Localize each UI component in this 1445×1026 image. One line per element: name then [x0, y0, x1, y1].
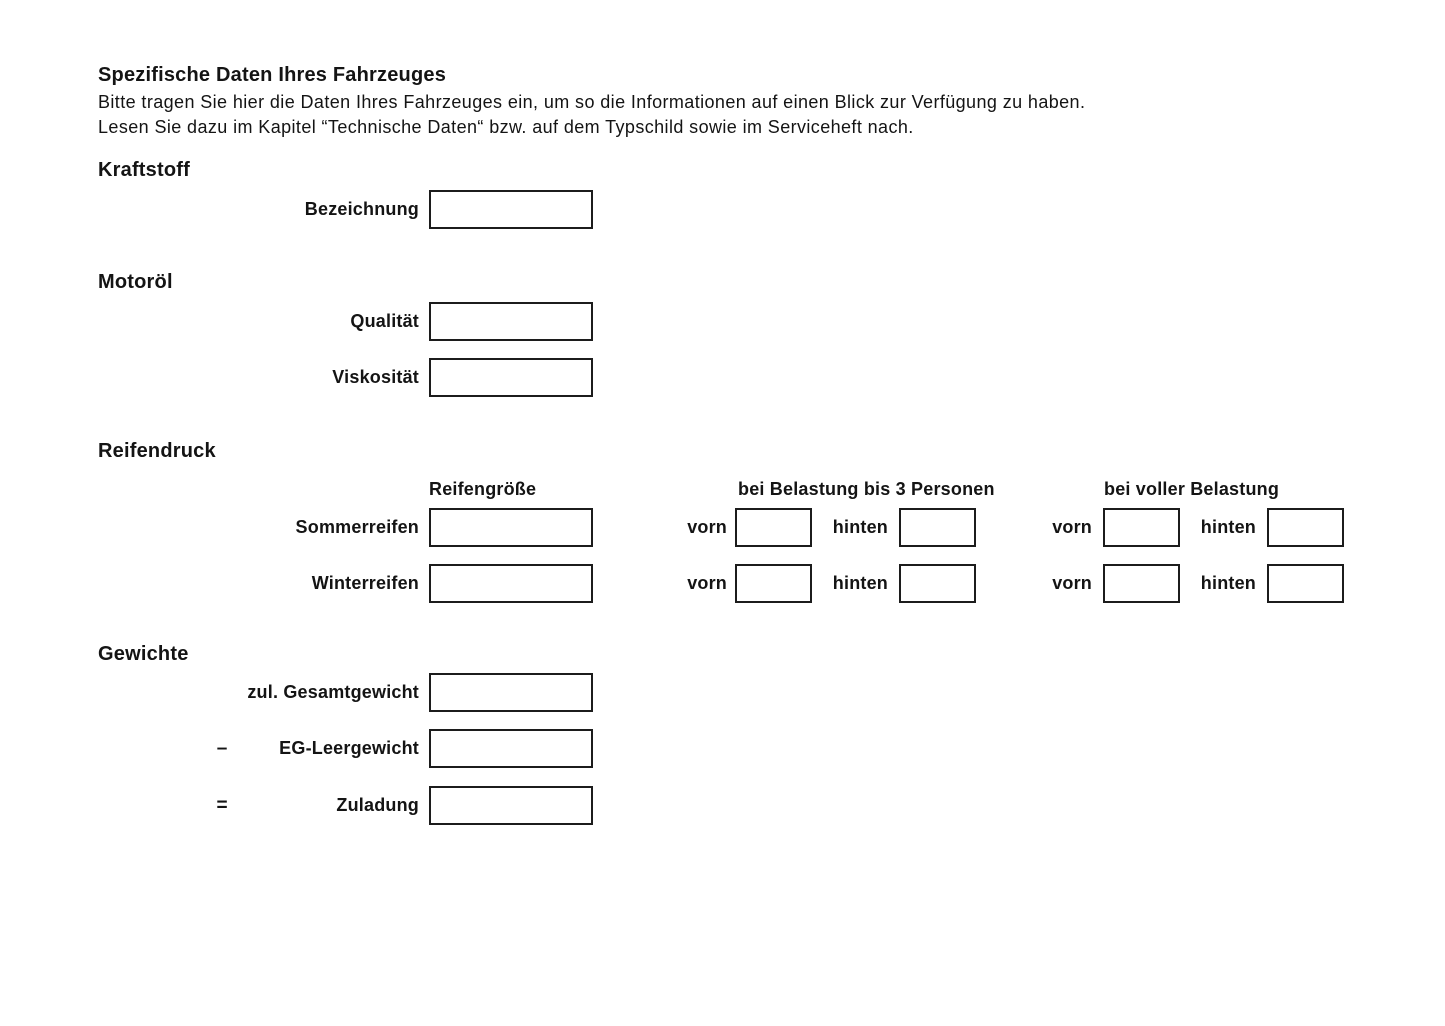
winterreifen-voll-vorn-input[interactable] — [1103, 564, 1180, 603]
vorn-label: vorn — [687, 517, 727, 537]
viskositaet-input[interactable] — [429, 358, 593, 397]
sommerreifen-3personen-hinten-input[interactable] — [899, 508, 976, 547]
sommerreifen-voll-hinten-input[interactable] — [1267, 508, 1344, 547]
field-row-qualitaet: Qualität — [0, 302, 1445, 341]
field-row-zuladung: = Zuladung — [0, 786, 1445, 825]
field-row-gesamtgewicht: zul. Gesamtgewicht — [0, 673, 1445, 712]
hinten-label: hinten — [1200, 573, 1256, 593]
minus-operator: – — [216, 737, 228, 759]
viskositaet-label: Viskosität — [332, 367, 419, 387]
tire-row-sommerreifen: Sommerreifen vorn hinten vorn hinten — [0, 508, 1445, 547]
intro-line-1: Bitte tragen Sie hier die Daten Ihres Fa… — [98, 92, 1086, 112]
zuladung-input[interactable] — [429, 786, 593, 825]
equals-operator: = — [216, 794, 228, 816]
sommerreifen-3personen-vorn-input[interactable] — [735, 508, 812, 547]
sommerreifen-label: Sommerreifen — [295, 517, 419, 537]
bezeichnung-label: Bezeichnung — [304, 199, 419, 219]
winterreifen-3personen-vorn-input[interactable] — [735, 564, 812, 603]
vorn-label: vorn — [687, 573, 727, 593]
hinten-label: hinten — [1200, 517, 1256, 537]
sommerreifen-voll-vorn-input[interactable] — [1103, 508, 1180, 547]
hinten-label: hinten — [832, 573, 888, 593]
intro-line-2: Lesen Sie dazu im Kapitel “Technische Da… — [98, 117, 914, 137]
bezeichnung-input[interactable] — [429, 190, 593, 229]
tire-row-winterreifen: Winterreifen vorn hinten vorn hinten — [0, 564, 1445, 603]
section-heading-motoroel: Motoröl — [98, 271, 173, 293]
hinten-label: hinten — [832, 517, 888, 537]
qualitaet-label: Qualität — [350, 311, 419, 331]
section-heading-kraftstoff: Kraftstoff — [98, 159, 190, 181]
field-row-bezeichnung: Bezeichnung — [0, 190, 1445, 229]
section-heading-gewichte: Gewichte — [98, 643, 189, 665]
column-header-reifengroesse: Reifengröße — [429, 479, 537, 499]
gesamtgewicht-input[interactable] — [429, 673, 593, 712]
qualitaet-input[interactable] — [429, 302, 593, 341]
vorn-label: vorn — [1052, 517, 1092, 537]
zuladung-label: Zuladung — [336, 795, 419, 815]
section-heading-reifendruck: Reifendruck — [98, 440, 216, 462]
column-header-volle-belastung: bei voller Belastung — [1104, 479, 1280, 499]
field-row-leergewicht: – EG-Leergewicht — [0, 729, 1445, 768]
vorn-label: vorn — [1052, 573, 1092, 593]
leergewicht-input[interactable] — [429, 729, 593, 768]
column-header-belastung-3-personen: bei Belastung bis 3 Personen — [738, 479, 995, 499]
sommerreifen-groesse-input[interactable] — [429, 508, 593, 547]
winterreifen-voll-hinten-input[interactable] — [1267, 564, 1344, 603]
field-row-viskositaet: Viskosität — [0, 358, 1445, 397]
page-title: Spezifische Daten Ihres Fahrzeuges — [98, 64, 447, 86]
winterreifen-groesse-input[interactable] — [429, 564, 593, 603]
gesamtgewicht-label: zul. Gesamtgewicht — [247, 682, 419, 702]
leergewicht-label: EG-Leergewicht — [279, 738, 419, 758]
winterreifen-3personen-hinten-input[interactable] — [899, 564, 976, 603]
winterreifen-label: Winterreifen — [311, 573, 419, 593]
